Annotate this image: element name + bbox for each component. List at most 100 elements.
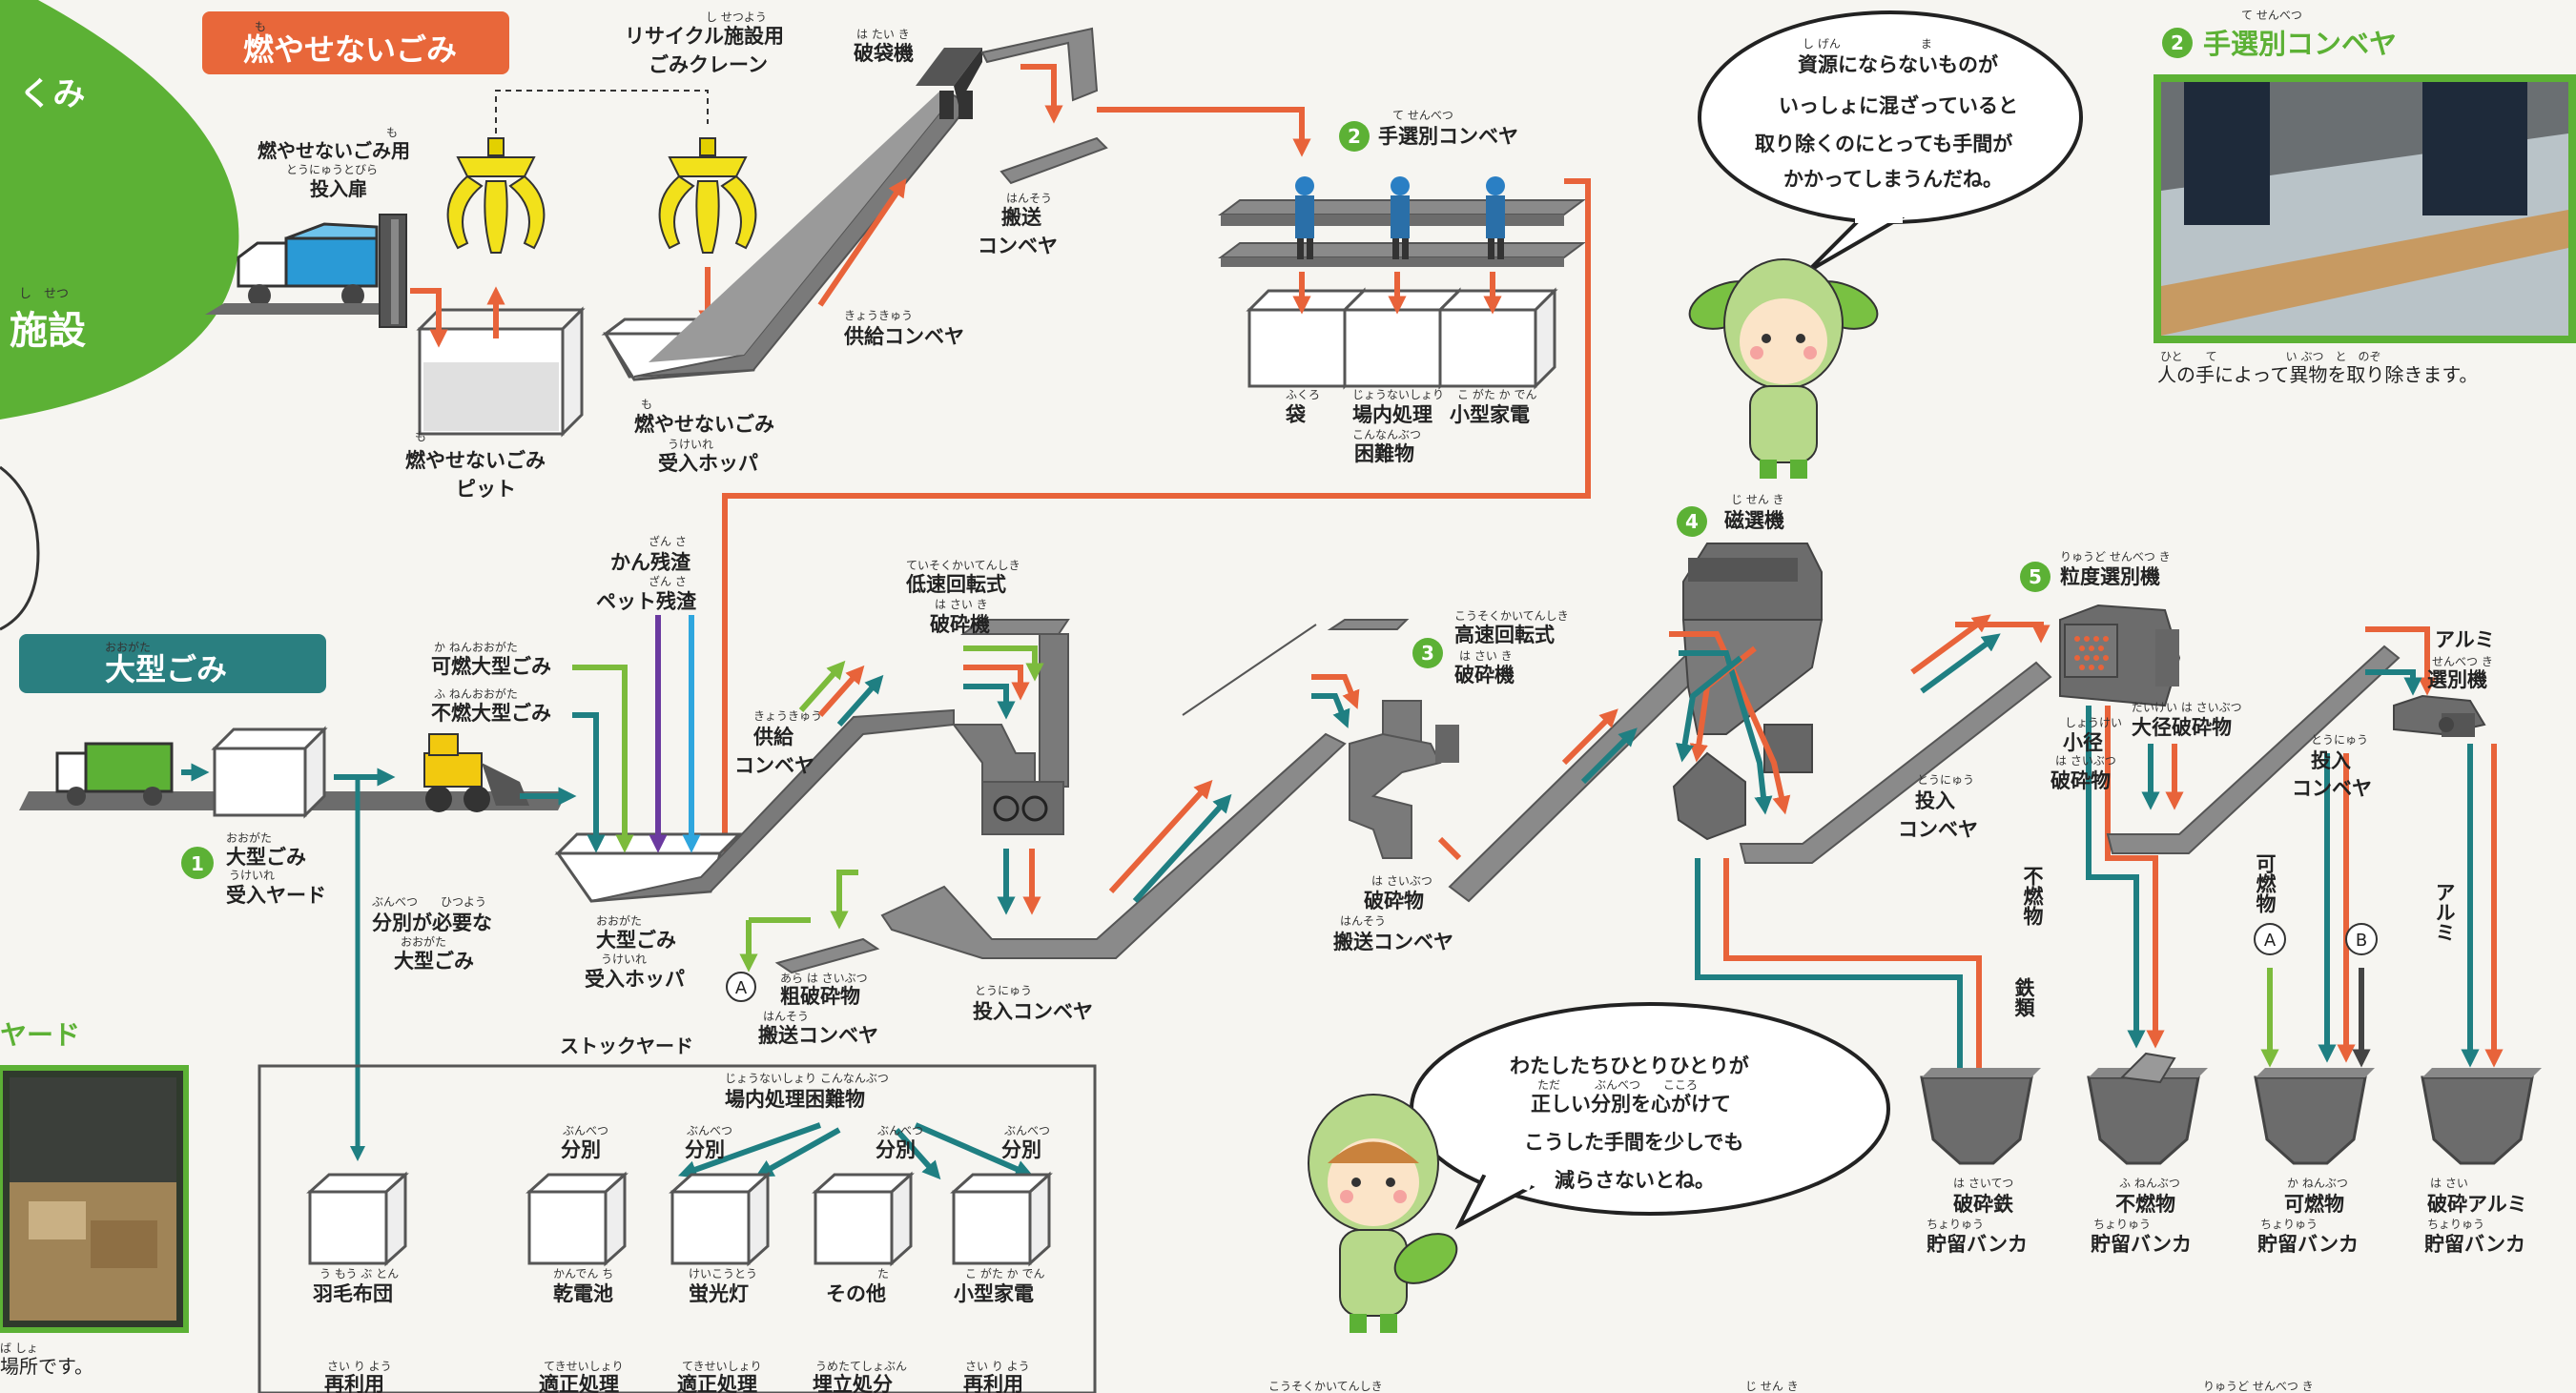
left-green-panel: [0, 0, 239, 420]
flow-small-teal: [2086, 706, 2146, 1049]
flow-sorter-in-orange: [1955, 622, 2050, 644]
hopper-label-1: 燃やせないごみ: [634, 413, 774, 436]
flow-to-hand-sort: [1097, 107, 1311, 157]
feed2-ruby: きょうきゅう: [753, 709, 822, 723]
speech-bubble-1: [1698, 10, 2083, 274]
battery-label: 乾電池: [553, 1282, 613, 1305]
speech2-ruby: ただ ぶんべつ こころ: [1537, 1078, 1698, 1092]
facility-text: 施設: [10, 309, 86, 353]
nonburn-large-label: 不燃大型ごみ: [431, 702, 551, 725]
nonburn-bunker-ruby: ふ ねんぶつ: [2119, 1177, 2180, 1190]
needs-sort-ruby-1: ぶんべつ ひつよう: [372, 895, 486, 909]
difficult-label: 困難物: [1354, 442, 1414, 465]
iron-vertical-label: 鉄類: [2012, 976, 2036, 1018]
speech1-line2: いっしょに混ざっていると: [1779, 94, 2018, 117]
flow-feed-up-teal: [836, 674, 884, 727]
flow-feed-up-green: [798, 660, 846, 712]
high-crusher-label: 破砕機: [1454, 664, 1515, 686]
small-dia-ruby: しょうけい: [2065, 716, 2122, 729]
small-appliance-2-ruby: こ がた か でん: [965, 1266, 1044, 1280]
worker-icon: [1391, 176, 1410, 259]
step-2-badge-photo: 2: [2162, 28, 2193, 58]
flow-alu-in-teal: [2365, 669, 2422, 696]
burnable-large-label: 可燃大型ごみ: [431, 655, 551, 678]
header-non-burnable: 燃やせないごみ: [243, 31, 457, 68]
transport-conv-label-2: コンベヤ: [978, 235, 1058, 257]
needs-sort-label-2: 大型ごみ: [394, 950, 474, 973]
stock-boxes: [306, 1171, 1053, 1267]
insert-door-label-1: 燃やせないごみ用: [258, 139, 410, 162]
proper-label-2: 適正処理: [677, 1373, 757, 1393]
flow-to-sorter-teal: [1920, 633, 2001, 694]
sort-label-1: 分別: [561, 1138, 601, 1161]
flow-crushed-up-orange: [1561, 708, 1618, 766]
iron-bunker-label-2: 貯留バンカ: [1927, 1233, 2028, 1256]
sort-label-3: 分別: [876, 1138, 916, 1161]
speech-bubble-2: [1410, 1002, 1890, 1230]
proper-ruby-1: てきせいしょり: [544, 1360, 624, 1373]
marker-a-left: A: [726, 972, 756, 1002]
iron-bunker-ruby: は さいてつ: [1953, 1177, 2013, 1190]
high-crusher-ruby: は さい き: [1459, 649, 1513, 663]
step-1-badge: 1: [181, 847, 214, 879]
svg-text:4: 4: [1685, 510, 1699, 533]
bunker-burn: [2254, 1068, 2375, 1165]
flow-input-up-teal: [1132, 793, 1232, 904]
hand-sort-label: 手選別コンベヤ: [1378, 125, 1518, 148]
flow-low-in-green: [963, 645, 1044, 682]
photo-title-ruby: て せんべつ: [2241, 9, 2302, 22]
size-sorter-label: 粒度選別機: [2060, 565, 2160, 588]
coarse-label: 粗破砕物: [780, 985, 860, 1008]
sort-ruby-1: ぶんべつ: [563, 1124, 608, 1137]
svg-text:A: A: [2264, 931, 2277, 951]
speech1-line3: 取り除くのにとっても手間が: [1755, 133, 2012, 155]
crushed-transport-label: 搬送コンベヤ: [1333, 931, 1453, 953]
crushed-label: 破砕物: [1364, 890, 1424, 912]
stock-difficult-label: 場内処理困難物: [725, 1088, 865, 1111]
alu-bunker-label-1: 破砕アルミ: [2427, 1193, 2527, 1216]
stock-yard-frame: [258, 1064, 1097, 1393]
svg-text:2: 2: [1348, 125, 1361, 148]
hand-sort-ruby: て せんべつ: [1392, 109, 1453, 122]
photo-title: 手選別コンベヤ: [2203, 28, 2397, 60]
bags-ruby: ふくろ: [1286, 388, 1320, 401]
large-yard-label-2: 受入ヤード: [226, 884, 326, 907]
large-hopper-label-1: 大型ごみ: [596, 929, 676, 952]
high-speed-ruby: こうそくかいてんしき: [1454, 609, 1569, 623]
step-2-badge: 2: [1339, 121, 1370, 152]
low-crusher-label: 破砕機: [930, 613, 990, 636]
can-residue-label: かん残渣: [610, 551, 691, 574]
flow-stock-3: [894, 1128, 941, 1180]
marker-b-right: B: [2345, 923, 2378, 955]
futon-ruby: う もう ぶ とん: [319, 1267, 399, 1280]
stock-difficult-ruby: じょうないしょり こんなんぶつ: [725, 1072, 889, 1085]
crushed-ruby: は さいぶつ: [1371, 874, 1432, 888]
iron-bunker-label-1: 破砕鉄: [1953, 1193, 2013, 1216]
hopper-label-2: 受入ホッパ: [658, 452, 758, 475]
feed2-label-1: 供給: [752, 726, 794, 748]
large-yard-ruby-2: うけいれ: [229, 869, 275, 882]
flow-hand-sort-return: [715, 178, 1591, 853]
coarse-ruby: あら は さいぶつ: [780, 972, 868, 985]
bag-breaker-label: 破袋機: [854, 42, 914, 65]
flow-to-iron-bunker-teal: [1695, 858, 1969, 1087]
input3-label-1: 投入: [2311, 749, 2351, 772]
small-dia-ruby-2: は さいぶつ: [2055, 754, 2116, 768]
svg-text:1: 1: [191, 852, 204, 875]
flow-high-in-orange: [1311, 674, 1360, 709]
sort-label-2: 分別: [685, 1138, 725, 1161]
insert-door-ruby-1: も: [386, 126, 398, 139]
burn-bunker-label-1: 可燃物: [2284, 1193, 2344, 1216]
magnet-ruby: じ せん き: [1731, 493, 1784, 506]
input-conveyor-1: [880, 732, 1347, 959]
input2-label-1: 投入: [1915, 789, 1955, 812]
burn-bunker-label-2: 貯留バンカ: [2257, 1233, 2359, 1256]
size-sorter: [2059, 604, 2181, 707]
speech1-line1: 資源にならないものが: [1798, 53, 1998, 76]
flow-magnet-in-orange: [1669, 631, 1791, 815]
burnable-large-ruby: か ねんおおがた: [434, 640, 518, 654]
mascot-character: [1308, 1094, 1458, 1333]
flow-coarse-green: [830, 870, 858, 930]
conveyor-guide: [1182, 624, 1317, 716]
large-yard-label-1: 大型ごみ: [226, 846, 306, 869]
